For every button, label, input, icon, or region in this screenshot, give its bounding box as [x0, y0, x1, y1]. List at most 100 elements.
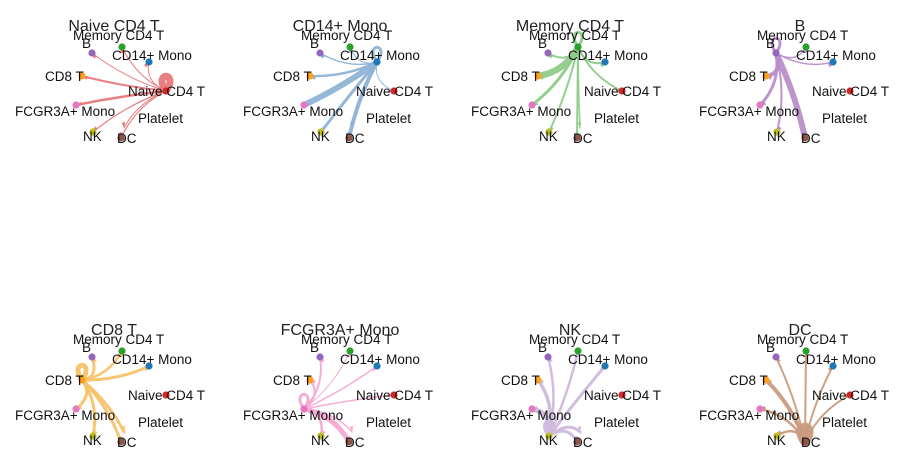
node-label-naive_cd4: Naive CD4 T: [584, 388, 661, 403]
node-label-nk: NK: [539, 129, 558, 144]
panel-title: CD8 T: [91, 322, 137, 339]
node-label-memory_cd4: Memory CD4 T: [757, 28, 848, 43]
edge-arrowhead: [577, 122, 582, 128]
edge-cd14_mono-to-dc: [347, 60, 379, 140]
edge-dc-to-dc: [796, 422, 814, 447]
node-dc: [117, 438, 125, 446]
node-memory_cd4: [802, 347, 810, 355]
node-fcgr3a_mono: [300, 405, 308, 413]
node-label-fcgr3a_mono: FCGR3A+ Mono: [699, 408, 799, 423]
node-label-dc: DC: [117, 131, 137, 146]
node-b: [544, 49, 552, 57]
node-cd8: [78, 72, 86, 80]
edge-cd14_mono-to-fcgr3a_mono: [301, 59, 380, 108]
node-nk: [89, 432, 97, 440]
node-memory_cd4: [118, 43, 126, 51]
edge-fcgr3a_mono-to-dc: [301, 406, 352, 445]
edge-nk-to-nk: [543, 419, 555, 438]
node-label-fcgr3a_mono: FCGR3A+ Mono: [243, 104, 343, 119]
node-label-platelet: Platelet: [594, 111, 639, 126]
edge-fcgr3a_mono-to-fcgr3a_mono: [298, 392, 310, 411]
node-label-fcgr3a_mono: FCGR3A+ Mono: [699, 104, 799, 119]
node-memory_cd4: [118, 347, 126, 355]
edge-arrowhead: [121, 426, 126, 432]
node-b: [88, 49, 96, 57]
panel-title: B: [795, 18, 806, 35]
node-label-nk: NK: [311, 433, 330, 448]
node-memory_cd4: [346, 43, 354, 51]
edge-cd8-to-dc: [80, 378, 123, 444]
node-label-memory_cd4: Memory CD4 T: [529, 332, 620, 347]
node-memory_cd4: [346, 347, 354, 355]
node-label-platelet: Platelet: [366, 111, 411, 126]
panel-title: Memory CD4 T: [516, 18, 624, 35]
node-nk: [545, 432, 553, 440]
node-label-fcgr3a_mono: FCGR3A+ Mono: [471, 104, 571, 119]
edge-arrowhead: [349, 426, 354, 432]
panel-title: FCGR3A+ Mono: [281, 322, 400, 339]
node-label-dc: DC: [345, 131, 365, 146]
node-label-dc: DC: [345, 435, 365, 450]
node-label-cd14_mono: CD14+ Mono: [112, 352, 192, 367]
edge-naive_cd4-to-cd8: [81, 75, 167, 92]
node-label-dc: DC: [801, 131, 821, 146]
node-fcgr3a_mono: [528, 101, 536, 109]
node-memory_cd4: [574, 347, 582, 355]
node-fcgr3a_mono: [756, 101, 764, 109]
node-label-nk: NK: [767, 129, 786, 144]
edge-cd8-to-cd8: [75, 362, 89, 383]
node-label-dc: DC: [573, 435, 593, 450]
node-cd8: [306, 376, 314, 384]
node-label-fcgr3a_mono: FCGR3A+ Mono: [243, 408, 343, 423]
node-label-cd8: CD8 T: [273, 373, 312, 388]
node-label-b: B: [310, 36, 319, 51]
edge-naive_cd4-to-b: [91, 52, 167, 92]
node-label-cd14_mono: CD14+ Mono: [796, 48, 876, 63]
node-cd8: [306, 72, 314, 80]
node-nk: [317, 432, 325, 440]
node-label-fcgr3a_mono: FCGR3A+ Mono: [471, 408, 571, 423]
edge-cd14_mono-to-cd14_mono: [371, 45, 383, 64]
node-label-platelet: Platelet: [138, 415, 183, 430]
node-label-naive_cd4: Naive CD4 T: [356, 388, 433, 403]
node-label-platelet: Platelet: [822, 111, 867, 126]
node-fcgr3a_mono: [72, 405, 80, 413]
node-cd8: [78, 376, 86, 384]
node-cd14_mono: [829, 362, 837, 370]
node-label-cd14_mono: CD14+ Mono: [340, 352, 420, 367]
node-nk: [773, 432, 781, 440]
node-cd8: [534, 376, 542, 384]
edge-fcgr3a_mono-to-naive_cd4: [303, 394, 395, 410]
edge-memory_cd4-to-nk: [548, 46, 579, 133]
node-label-cd8: CD8 T: [729, 373, 768, 388]
edge-cd8-to-cd14_mono: [80, 364, 151, 382]
node-label-memory_cd4: Memory CD4 T: [73, 332, 164, 347]
node-fcgr3a_mono: [756, 405, 764, 413]
node-label-memory_cd4: Memory CD4 T: [529, 28, 620, 43]
node-label-cd14_mono: CD14+ Mono: [568, 352, 648, 367]
node-naive_cd4: [618, 87, 626, 95]
node-label-cd8: CD8 T: [501, 373, 540, 388]
node-naive_cd4: [162, 391, 170, 399]
node-naive_cd4: [390, 391, 398, 399]
panel-title: Naive CD4 T: [68, 18, 160, 35]
node-label-naive_cd4: Naive CD4 T: [128, 388, 205, 403]
node-naive_cd4: [162, 87, 170, 95]
node-label-cd14_mono: CD14+ Mono: [796, 352, 876, 367]
node-cd14_mono: [373, 58, 381, 66]
node-label-fcgr3a_mono: FCGR3A+ Mono: [15, 104, 115, 119]
panel-title: CD14+ Mono: [293, 18, 388, 35]
node-cd8: [762, 376, 770, 384]
node-dc: [801, 438, 809, 446]
node-b: [316, 49, 324, 57]
edge-fcgr3a_mono-to-cd14_mono: [303, 365, 378, 410]
node-label-b: B: [82, 340, 91, 355]
node-label-nk: NK: [539, 433, 558, 448]
edge-memory_cd4-to-memory_cd4: [572, 30, 584, 49]
node-naive_cd4: [390, 87, 398, 95]
node-label-platelet: Platelet: [366, 415, 411, 430]
node-naive_cd4: [846, 391, 854, 399]
